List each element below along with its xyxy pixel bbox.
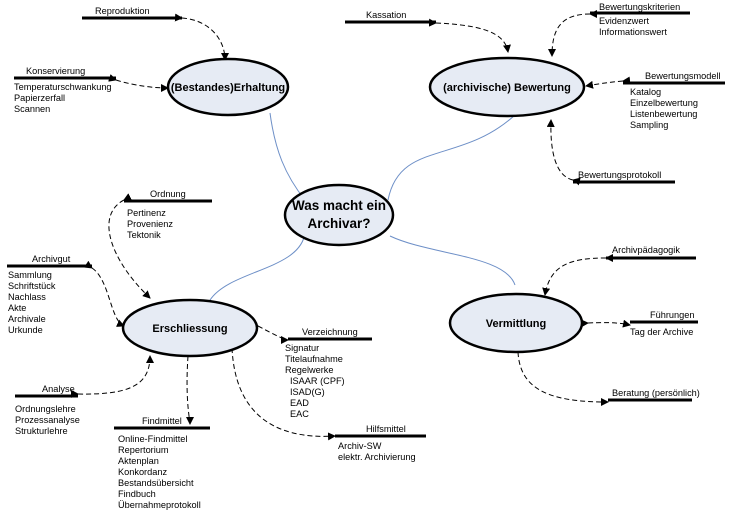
- arrow-hilfsmittel: [227, 340, 336, 441]
- item-bewertungsmodell: Sampling: [630, 120, 668, 130]
- topic-erschliessung-label: Erschliessung: [152, 323, 227, 335]
- header-bars: [7, 11, 725, 438]
- item-findmittel: Übernahmeprotokoll: [118, 500, 201, 510]
- arrow-verzeichnung: [249, 319, 289, 344]
- topic-bewertung: (archivische) Bewertung: [428, 56, 586, 118]
- item-analyse: Ordnungslehre: [15, 404, 76, 414]
- arrow-bewertungsprotokoll: [546, 119, 581, 186]
- item-archivgut: Schriftstück: [8, 281, 56, 291]
- item-konservierung: Papierzerfall: [14, 93, 65, 103]
- center-line-2: Archivar?: [307, 216, 370, 231]
- topic-vermittlung-label: Vermittlung: [486, 318, 547, 330]
- center-ellipse: [283, 183, 395, 247]
- topic-erhaltung: (Bestandes)Erhaltung: [166, 57, 290, 117]
- topic-vermittlung-ellipse: [448, 292, 584, 354]
- item-verzeichnung: Titelaufnahme: [285, 354, 343, 364]
- header-reproduktion: Reproduktion: [95, 6, 150, 16]
- center-node: Was macht ein Archivar?: [283, 183, 395, 247]
- item-konservierung: Temperaturschwankung: [14, 82, 112, 92]
- arrow-findmittel: [184, 348, 194, 425]
- item-archivgut: Nachlass: [8, 292, 46, 302]
- item-archivgut: Archivale: [8, 314, 46, 324]
- item-verzeichnung: ISAD(G): [290, 387, 325, 397]
- arrow-kassation: [428, 18, 511, 53]
- header-beratung: Beratung (persönlich): [612, 388, 700, 398]
- item-analyse: Strukturlehre: [15, 426, 68, 436]
- header-findmittel: Findmittel: [142, 416, 182, 426]
- header-bewertungsprotokoll: Bewertungsprotokoll: [578, 170, 661, 180]
- item-archivgut: Urkunde: [8, 325, 43, 335]
- item-analyse: Prozessanalyse: [15, 415, 80, 425]
- arrow-beratung: [513, 344, 609, 406]
- item-bewertungsmodell: Listenbewertung: [630, 109, 697, 119]
- item-bewertungskriterien: Evidenzwert: [599, 16, 649, 26]
- item-verzeichnung: Signatur: [285, 343, 319, 353]
- topic-erhaltung-ellipse: [166, 57, 290, 117]
- item-bewertungsmodell: Katalog: [630, 87, 661, 97]
- item-findmittel: Repertorium: [118, 445, 169, 455]
- item-archivgut: Akte: [8, 303, 26, 313]
- item-hilfsmittel: Archiv-SW: [338, 441, 382, 451]
- arrow-reproduktion: [174, 13, 229, 61]
- arrow-archivgut: [83, 260, 125, 327]
- topic-bewertung-ellipse: [428, 56, 586, 118]
- item-findmittel: Online-Findmittel: [118, 434, 187, 444]
- branch-erhaltung: [269, 112, 306, 201]
- header-fuehrungen: Führungen: [650, 310, 694, 320]
- header-bewertungsmodell: Bewertungsmodell: [645, 71, 721, 81]
- item-findmittel: Konkordanz: [118, 467, 167, 477]
- item-ordnung: Pertinenz: [127, 208, 166, 218]
- topic-vermittlung: Vermittlung: [448, 292, 584, 354]
- header-verzeichnung: Verzeichnung: [302, 327, 358, 337]
- arrow-analyse: [70, 355, 154, 398]
- item-hilfsmittel: elektr. Archivierung: [338, 452, 416, 462]
- group-headers: Reproduktion Konservierung Kassation Bew…: [26, 2, 721, 434]
- item-konservierung: Scannen: [14, 104, 50, 114]
- item-ordnung: Tektonik: [127, 230, 161, 240]
- topic-erschliessung-ellipse: [121, 298, 259, 358]
- arrow-fuehrungen: [580, 319, 631, 328]
- item-ordnung: Provenienz: [127, 219, 173, 229]
- header-hilfsmittel: Hilfsmittel: [366, 424, 406, 434]
- group-items: Temperaturschwankung Papierzerfall Scann…: [8, 16, 698, 510]
- item-fuehrungen: Tag der Archive: [630, 327, 693, 337]
- item-findmittel: Aktenplan: [118, 456, 159, 466]
- header-archivpaedagogik: Archivpädagogik: [612, 245, 680, 255]
- topic-bewertung-label: (archivische) Bewertung: [443, 82, 571, 94]
- arrow-ordnung: [108, 193, 151, 299]
- arrow-bewertungsmodell: [585, 76, 631, 89]
- header-kassation: Kassation: [366, 10, 406, 20]
- header-bewertungskriterien: Bewertungskriterien: [599, 2, 680, 12]
- arrow-archivpaedagogik: [542, 253, 614, 296]
- branch-erschliessung: [209, 232, 306, 301]
- arrow-konservierung: [108, 74, 169, 92]
- arrow-bewertungskriterien: [548, 9, 598, 57]
- topic-erschliessung: Erschliessung: [121, 298, 259, 358]
- item-verzeichnung: EAC: [290, 409, 309, 419]
- branch-lines: [209, 112, 516, 301]
- item-bewertungskriterien: Informationswert: [599, 27, 667, 37]
- item-verzeichnung: Regelwerke: [285, 365, 334, 375]
- header-ordnung: Ordnung: [150, 189, 186, 199]
- header-konservierung: Konservierung: [26, 66, 85, 76]
- item-findmittel: Bestandsübersicht: [118, 478, 194, 488]
- center-line-1: Was macht ein: [292, 198, 386, 213]
- connector-arrows: [70, 9, 631, 441]
- item-verzeichnung: EAD: [290, 398, 309, 408]
- header-archivgut: Archivgut: [32, 254, 71, 264]
- item-verzeichnung: ISAAR (CPF): [290, 376, 345, 386]
- branch-vermittlung: [389, 235, 516, 286]
- topic-erhaltung-label: (Bestandes)Erhaltung: [171, 82, 285, 94]
- item-archivgut: Sammlung: [8, 270, 52, 280]
- header-analyse: Analyse: [42, 384, 75, 394]
- item-bewertungsmodell: Einzelbewertung: [630, 98, 698, 108]
- branch-bewertung: [387, 114, 516, 201]
- item-findmittel: Findbuch: [118, 489, 156, 499]
